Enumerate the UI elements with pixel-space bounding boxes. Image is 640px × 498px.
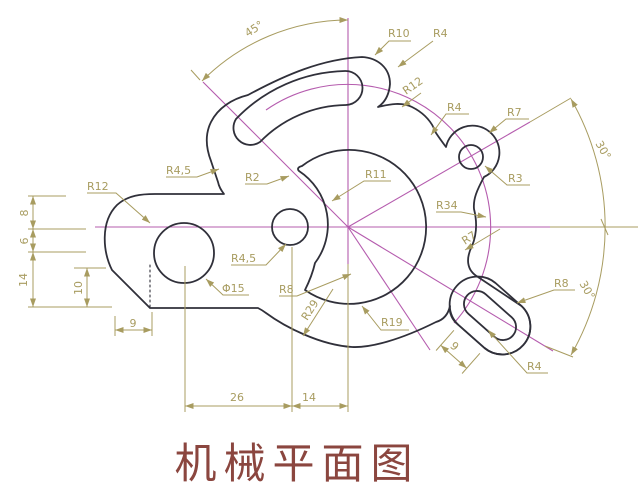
centerline-30deg-up xyxy=(347,121,531,228)
label-dim9-left: 9 xyxy=(130,317,137,330)
label-r3: R3 xyxy=(508,172,523,185)
label-dim14-left: 14 xyxy=(17,273,30,287)
label-dim9-slot: 9 xyxy=(447,339,461,353)
label-30deg-lower: 30° xyxy=(577,279,598,302)
label-r10: R10 xyxy=(388,27,410,40)
centerline-30deg-down xyxy=(347,226,554,352)
label-r12-left: R12 xyxy=(87,180,109,193)
angle-45-arc xyxy=(201,17,349,82)
drawing-title: 机械平面图 xyxy=(174,439,419,488)
dimension-labels: 45° R10 R4 R12 R4 R7 R3 30° R34 R7 R11 R… xyxy=(17,18,614,404)
angle-30-arc xyxy=(570,98,606,356)
label-r29: R29 xyxy=(299,297,322,322)
label-r12-top: R12 xyxy=(400,74,425,97)
r3-hole xyxy=(458,144,484,170)
centerlines xyxy=(95,18,554,352)
r45-hole xyxy=(271,208,309,246)
label-r19: R19 xyxy=(381,316,403,329)
center-kidney-boss xyxy=(297,148,428,305)
label-dim14-bottom: 14 xyxy=(302,391,316,404)
top-arc-slot xyxy=(232,70,364,146)
label-r45-mid: R4,5 xyxy=(231,252,256,265)
label-r8-left: R8 xyxy=(279,283,294,296)
phi15-hole xyxy=(153,222,215,284)
label-dim26: 26 xyxy=(230,391,244,404)
label-phi15: Φ15 xyxy=(222,282,245,295)
label-r8-right: R8 xyxy=(554,277,569,290)
leader-lines xyxy=(87,40,575,374)
label-r2: R2 xyxy=(245,171,260,184)
centerline-steep xyxy=(347,226,431,351)
label-dim6: 6 xyxy=(18,238,31,245)
lower-slot-outer xyxy=(448,275,532,356)
label-dim8: 8 xyxy=(18,210,31,217)
label-angle45: 45° xyxy=(242,18,265,40)
label-r34: R34 xyxy=(436,199,458,212)
extension-lines xyxy=(28,69,638,412)
label-r45-left: R4,5 xyxy=(166,164,191,177)
label-r4-top: R4 xyxy=(433,27,448,40)
label-r11: R11 xyxy=(365,168,387,181)
label-r4-mid: R4 xyxy=(447,101,462,114)
label-dim10: 10 xyxy=(72,281,85,295)
label-r4-lower: R4 xyxy=(527,360,542,373)
label-r7: R7 xyxy=(507,106,522,119)
dimension-lines xyxy=(30,17,606,409)
